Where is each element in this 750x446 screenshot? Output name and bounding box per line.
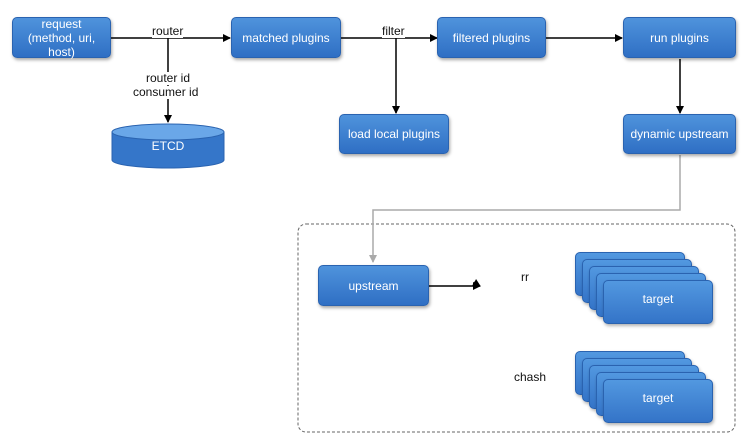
target-label-rr: target	[642, 292, 674, 306]
dynamic-upstream-label: dynamic upstream	[630, 127, 729, 141]
run-plugins-node: run plugins	[623, 17, 736, 58]
matched-plugins-label: matched plugins	[242, 30, 330, 45]
request-node: request (method, uri, host)	[12, 16, 111, 59]
consumer-id-label: consumer id	[133, 85, 199, 99]
filtered-plugins-node: filtered plugins	[437, 17, 546, 58]
filter-edge-label: filter	[382, 24, 405, 38]
upstream-group-border	[297, 223, 736, 433]
target-layer	[603, 280, 713, 324]
run-plugins-label: run plugins	[650, 30, 709, 45]
router-edge-label: router	[152, 24, 184, 38]
upstream-node: upstream	[318, 265, 429, 306]
load-local-plugins-node: load local plugins	[339, 114, 449, 154]
etcd-label: ETCD	[151, 139, 185, 153]
target-label-chash: target	[642, 391, 674, 405]
request-node-label: request (method, uri, host)	[27, 16, 96, 59]
dynamic-upstream-node: dynamic upstream	[623, 114, 736, 154]
router-id-label: router id	[146, 71, 191, 85]
edge-dynamic-to-upstream	[369, 155, 681, 263]
rr-edge-label: rr	[521, 270, 529, 284]
matched-plugins-node: matched plugins	[231, 17, 341, 58]
load-local-plugins-label: load local plugins	[347, 127, 441, 141]
chash-edge-label: chash	[514, 370, 547, 384]
etcd-cylinder	[111, 123, 225, 169]
target-layer	[603, 379, 713, 423]
upstream-label: upstream	[348, 278, 399, 293]
filtered-plugins-label: filtered plugins	[452, 30, 531, 45]
